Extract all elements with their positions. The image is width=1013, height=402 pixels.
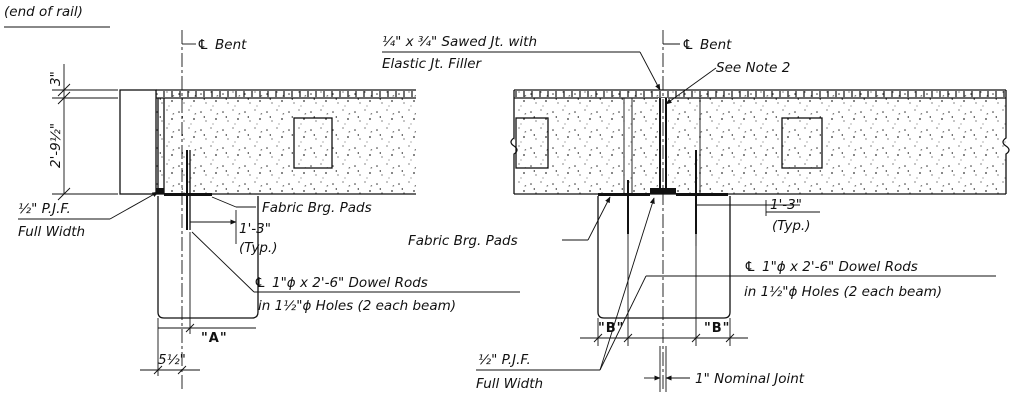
right-dim-b-left: "B" bbox=[598, 321, 624, 336]
right-fabric-pads-label: Fabric Brg. Pads bbox=[408, 233, 518, 249]
left-spacing-line1: 1'-3" bbox=[239, 221, 271, 237]
left-dim-depth: 2'-9½" bbox=[48, 123, 64, 168]
right-dowel-cl-symbol: ℄ bbox=[744, 259, 756, 275]
right-pjf-line1: ½" P.J.F. bbox=[478, 352, 531, 368]
right-dowel-line2: in 1½"ϕ Holes (2 each beam) bbox=[744, 284, 942, 300]
left-pjf-line1: ½" P.J.F. bbox=[18, 201, 71, 217]
left-dim-top: 3" bbox=[48, 71, 64, 86]
right-spacing-line1: 1'-3" bbox=[770, 197, 802, 213]
left-dim-a: "A" bbox=[201, 331, 228, 346]
abutment-end-block bbox=[119, 89, 157, 195]
right-void-left bbox=[515, 117, 549, 169]
right-pier-cap bbox=[597, 196, 731, 319]
left-pjf-line2: Full Width bbox=[18, 224, 85, 240]
right-detail-left-beam bbox=[514, 90, 660, 194]
left-bent-label: Bent bbox=[215, 37, 247, 53]
left-beam-concrete bbox=[156, 90, 416, 194]
left-dowel-line1: 1"ϕ x 2'-6" Dowel Rods bbox=[272, 275, 428, 291]
left-pjf-pad bbox=[156, 188, 164, 194]
left-dim-offset: 5½" bbox=[158, 352, 186, 368]
left-detail: (end of rail) ℄ Bent 3" bbox=[4, 4, 520, 390]
left-spacing-line2: (Typ.) bbox=[239, 240, 277, 256]
end-of-rail-label: (end of rail) bbox=[4, 4, 83, 20]
left-pier-cap bbox=[157, 196, 259, 319]
left-dowel-line2: in 1½"ϕ Holes (2 each beam) bbox=[258, 298, 456, 314]
right-pjf-line2: Full Width bbox=[476, 376, 543, 392]
nominal-joint-label: 1" Nominal Joint bbox=[695, 371, 805, 387]
right-detail: ℄ Bent ¼" x ¾" Sawed Jt. with Elastic Jt… bbox=[382, 30, 1010, 392]
right-cl-symbol: ℄ bbox=[682, 37, 694, 53]
left-beam-void bbox=[293, 117, 333, 169]
right-dowel-line1: 1"ϕ x 2'-6" Dowel Rods bbox=[762, 259, 918, 275]
right-spacing-line2: (Typ.) bbox=[772, 218, 810, 234]
right-fabric-pad-left bbox=[598, 193, 650, 196]
sawed-joint-line2: Elastic Jt. Filler bbox=[382, 56, 483, 72]
right-detail-right-beam bbox=[666, 90, 1006, 194]
right-void-right bbox=[781, 117, 823, 169]
right-break-right bbox=[1002, 90, 1010, 194]
right-deck-ticks bbox=[514, 91, 1006, 97]
sawed-joint-line1: ¼" x ¾" Sawed Jt. with bbox=[382, 34, 537, 50]
see-note-2-label: See Note 2 bbox=[716, 60, 790, 76]
left-fabric-pads-label: Fabric Brg. Pads bbox=[262, 200, 372, 216]
left-deck-ticks bbox=[156, 91, 416, 97]
right-fabric-pad-right bbox=[676, 193, 728, 196]
left-dowel-cl-symbol: ℄ bbox=[254, 275, 266, 291]
right-dim-b-right: "B" bbox=[704, 321, 730, 336]
left-cl-symbol: ℄ bbox=[197, 37, 209, 53]
right-bent-label: Bent bbox=[700, 37, 732, 53]
